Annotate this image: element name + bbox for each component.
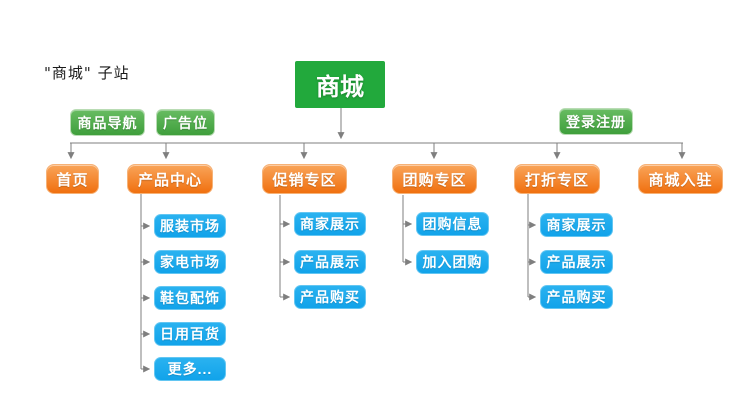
node-home: 首页 xyxy=(46,164,99,194)
node-more: 更多... xyxy=(154,357,226,381)
connector xyxy=(67,108,686,373)
node-shoes-bags-accessories: 鞋包配饰 xyxy=(154,286,226,310)
node-product-purchase-2: 产品购买 xyxy=(540,285,613,309)
node-discount-zone: 打折专区 xyxy=(514,164,600,194)
node-promo-zone: 促销专区 xyxy=(262,164,347,194)
node-product-display: 产品展示 xyxy=(294,250,366,274)
node-merchant-display-2: 商家展示 xyxy=(540,213,613,237)
node-product-center: 产品中心 xyxy=(127,164,213,194)
button-ad-slot: 广告位 xyxy=(156,109,215,136)
node-join-groupbuy: 加入团购 xyxy=(416,250,489,274)
button-login-register: 登录注册 xyxy=(559,108,633,135)
node-merchant-display: 商家展示 xyxy=(294,212,366,236)
node-product-purchase: 产品购买 xyxy=(294,285,366,309)
node-merchant-entry: 商城入驻 xyxy=(638,164,723,194)
page-caption: "商城" 子站 xyxy=(44,64,130,82)
node-mall-root: 商城 xyxy=(295,61,385,108)
node-clothing-market: 服装市场 xyxy=(154,214,226,238)
node-groupbuy-info: 团购信息 xyxy=(416,212,489,236)
button-product-nav: 商品导航 xyxy=(70,109,145,136)
node-product-display-2: 产品展示 xyxy=(540,250,613,274)
node-daily-goods: 日用百货 xyxy=(154,322,226,346)
node-groupbuy-zone: 团购专区 xyxy=(392,164,477,194)
node-appliance-market: 家电市场 xyxy=(154,250,226,274)
